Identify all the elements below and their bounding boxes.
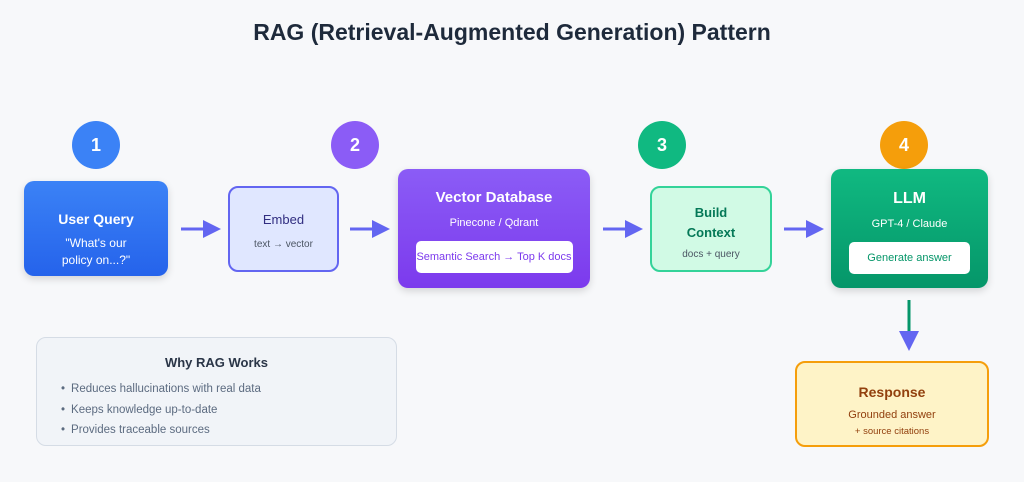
bullet-icon: • (61, 403, 66, 416)
user-query-text-line1: "What's our (65, 236, 127, 250)
arrow-vector-db-to-context (603, 220, 643, 238)
vector-database-subtitle: Pinecone / Qdrant (449, 217, 539, 229)
build-context-title-line2: Context (686, 225, 736, 240)
why-rag-list: •Reduces hallucinations with real data •… (61, 383, 261, 445)
response-note: + source citations (854, 426, 930, 437)
arrow-query-to-embed (181, 220, 221, 238)
generate-answer-label: Generate answer (849, 242, 970, 274)
user-query-text-line2: policy on...?" (61, 253, 131, 267)
llm-title: LLM (893, 190, 926, 207)
list-item: •Provides traceable sources (61, 424, 210, 436)
llm-subtitle: GPT-4 / Claude (871, 218, 948, 230)
step-number-4: 4 (880, 121, 928, 169)
response-title: Response (858, 384, 926, 400)
arrow-llm-to-response (899, 300, 919, 351)
arrow-context-to-llm (784, 220, 824, 238)
step-number-1: 1 (72, 121, 120, 169)
user-query-title: User Query (58, 211, 134, 227)
bullet-icon: • (61, 383, 66, 395)
response-node: Response Grounded answer + source citati… (795, 361, 989, 447)
embed-title: Embed (262, 212, 305, 227)
embed-node: Embed text → vector (228, 186, 339, 272)
build-context-subtitle: docs + query (682, 249, 740, 260)
arrow-embed-to-vector-db (350, 220, 390, 238)
page-title: RAG (Retrieval-Augmented Generation) Pat… (253, 19, 771, 45)
vector-database-node: Vector Database Pinecone / Qdrant Semant… (398, 169, 590, 288)
why-rag-title: Why RAG Works (164, 355, 269, 370)
build-context-node: Build Context docs + query (650, 186, 772, 272)
vector-database-title: Vector Database (435, 189, 553, 206)
list-item: •Reduces hallucinations with real data (61, 383, 261, 395)
step-number-2: 2 (331, 121, 379, 169)
semantic-search-label: Semantic Search → Top K docs (415, 241, 573, 273)
embed-subtitle: text → vector (254, 239, 313, 250)
step-number-3: 3 (638, 121, 686, 169)
why-rag-panel: Why RAG Works •Reduces hallucinations wi… (36, 337, 397, 446)
list-item: •Keeps knowledge up-to-date (61, 403, 218, 416)
llm-node: LLM GPT-4 / Claude Generate answer (831, 169, 988, 288)
user-query-node: User Query "What's our policy on...?" (24, 181, 168, 276)
build-context-title-line1: Build (694, 205, 728, 220)
bullet-icon: • (61, 424, 66, 436)
response-subtitle: Grounded answer (848, 409, 936, 421)
